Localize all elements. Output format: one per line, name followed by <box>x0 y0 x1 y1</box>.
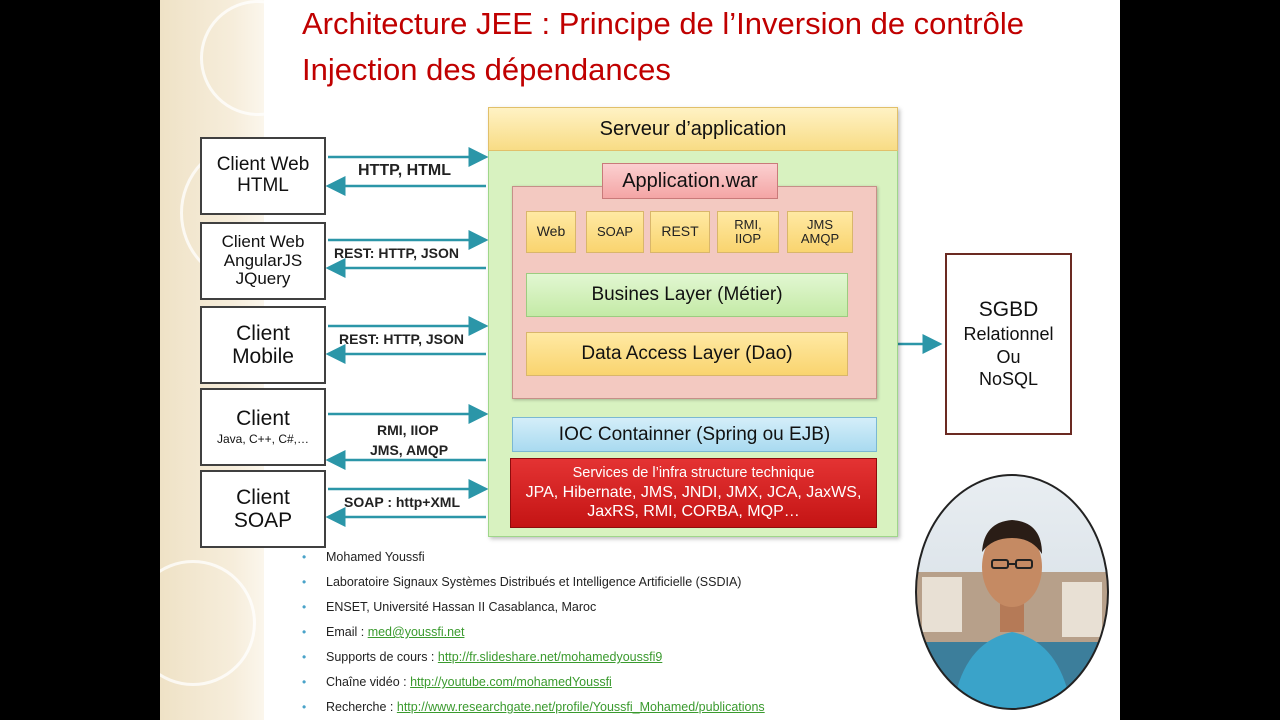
footer-label: Recherche : <box>326 700 397 714</box>
business-layer: Busines Layer (Métier) <box>526 273 848 317</box>
client-line: JQuery <box>235 269 291 289</box>
client-mobile: Client Mobile <box>200 306 326 384</box>
footer-email: • Email : med@youssfi.net <box>302 625 465 639</box>
footer-school: • ENSET, Université Hassan II Casablanca,… <box>302 600 597 614</box>
page-title: Architecture JEE : Principe de l’Inversi… <box>302 6 1024 41</box>
slide: Architecture JEE : Principe de l’Inversi… <box>160 0 1120 720</box>
video-link[interactable]: http://youtube.com/mohamedYoussfi <box>410 675 612 689</box>
footer-research: • Recherche : http://www.researchgate.net… <box>302 700 765 714</box>
footer-label: Supports de cours : <box>326 650 438 664</box>
services-list: JaxRS, RMI, CORBA, MQP… <box>587 502 800 520</box>
protocol-label: RMI, IIOP <box>377 422 439 438</box>
client-line: Mobile <box>232 345 294 368</box>
server-label: Serveur d’application <box>599 117 787 140</box>
bullet-icon: • <box>302 575 307 589</box>
footer-video: • Chaîne vidéo : http://youtube.com/moham… <box>302 675 612 689</box>
footer-text: Mohamed Youssfi <box>326 550 425 564</box>
bullet-icon: • <box>302 550 307 564</box>
layer-rest: REST <box>650 211 710 253</box>
bullet-icon: • <box>302 700 307 714</box>
client-line: HTML <box>237 175 289 196</box>
footer-label: Email : <box>326 625 368 639</box>
infra-services: Services de l’infra structure technique … <box>510 458 877 528</box>
decorative-circle <box>200 0 316 116</box>
protocol-label: REST: HTTP, JSON <box>334 245 459 261</box>
client-line: Client Web <box>216 154 310 176</box>
client-web-html: Client Web HTML <box>200 137 326 215</box>
courses-link[interactable]: http://fr.slideshare.net/mohamedyoussfi9 <box>437 650 663 664</box>
sgbd-line: NoSQL <box>978 369 1039 390</box>
client-line: Client Web <box>221 231 305 251</box>
application-war-header: Application.war <box>602 163 778 199</box>
bullet-icon: • <box>302 625 307 639</box>
protocol-label: HTTP, HTML <box>358 162 452 179</box>
footer-courses: • Supports de cours : http://fr.slideshar… <box>302 650 663 664</box>
sgbd-title: SGBD <box>978 298 1039 322</box>
sgbd-box: SGBD Relationnel Ou NoSQL <box>945 253 1072 435</box>
client-line: SOAP <box>233 509 293 532</box>
protocol-label: REST: HTTP, JSON <box>339 331 464 347</box>
protocol-label: JMS, AMQP <box>370 442 449 458</box>
client-line: AngularJS <box>223 250 303 270</box>
client-java: Client Java, C++, C#,… <box>200 388 326 466</box>
email-link[interactable]: med@youssfi.net <box>367 625 465 639</box>
client-line: Client <box>236 321 290 345</box>
layer-web: Web <box>526 211 576 253</box>
bullet-icon: • <box>302 600 307 614</box>
footer-text: Laboratoire Signaux Systèmes Distribués … <box>326 575 742 589</box>
footer-author: • Mohamed Youssfi <box>302 550 425 564</box>
bullet-icon: • <box>302 650 307 664</box>
business-layer-label: Busines Layer (Métier) <box>591 284 783 305</box>
client-line: Client <box>236 485 290 509</box>
client-line: Java, C++, C#,… <box>216 432 310 447</box>
layer-label: SOAP <box>596 223 634 239</box>
services-title: Services de l’infra structure technique <box>572 465 815 482</box>
layer-label: JMS <box>807 216 833 232</box>
application-war-label: Application.war <box>622 169 758 192</box>
client-line: Client <box>236 407 290 431</box>
layer-label: IIOP <box>734 231 761 246</box>
author-photo <box>915 474 1109 710</box>
protocol-label: SOAP : http+XML <box>344 494 461 510</box>
footer-lab: • Laboratoire Signaux Systèmes Distribués… <box>302 575 742 589</box>
connector-arrows <box>325 147 943 527</box>
layer-label: AMQP <box>800 231 840 246</box>
research-link[interactable]: http://www.researchgate.net/profile/Yous… <box>396 700 765 714</box>
dao-layer-label: Data Access Layer (Dao) <box>581 343 793 364</box>
server-header: Serveur d’application <box>488 107 898 151</box>
services-list: JPA, Hibernate, JMS, JNDI, JMX, JCA, Jax… <box>525 483 862 501</box>
layer-jms: JMS AMQP <box>787 211 853 253</box>
ioc-container: IOC Containner (Spring ou EJB) <box>512 417 877 452</box>
layer-label: RMI, <box>734 216 762 232</box>
layer-label: REST <box>661 223 699 240</box>
client-web-angularjs: Client Web AngularJS JQuery <box>200 222 326 300</box>
layer-rmi: RMI, IIOP <box>717 211 779 253</box>
dao-layer: Data Access Layer (Dao) <box>526 332 848 376</box>
bullet-icon: • <box>302 675 307 689</box>
footer-text: ENSET, Université Hassan II Casablanca, … <box>326 600 597 614</box>
ioc-label: IOC Containner (Spring ou EJB) <box>558 423 831 445</box>
layer-soap: SOAP <box>586 211 644 253</box>
client-soap: Client SOAP <box>200 470 326 548</box>
sgbd-line: Ou <box>996 346 1021 367</box>
page-subtitle: Injection des dépendances <box>302 52 671 87</box>
layer-label: Web <box>536 223 566 240</box>
footer-label: Chaîne vidéo : <box>326 675 411 689</box>
sgbd-line: Relationnel <box>963 324 1054 345</box>
